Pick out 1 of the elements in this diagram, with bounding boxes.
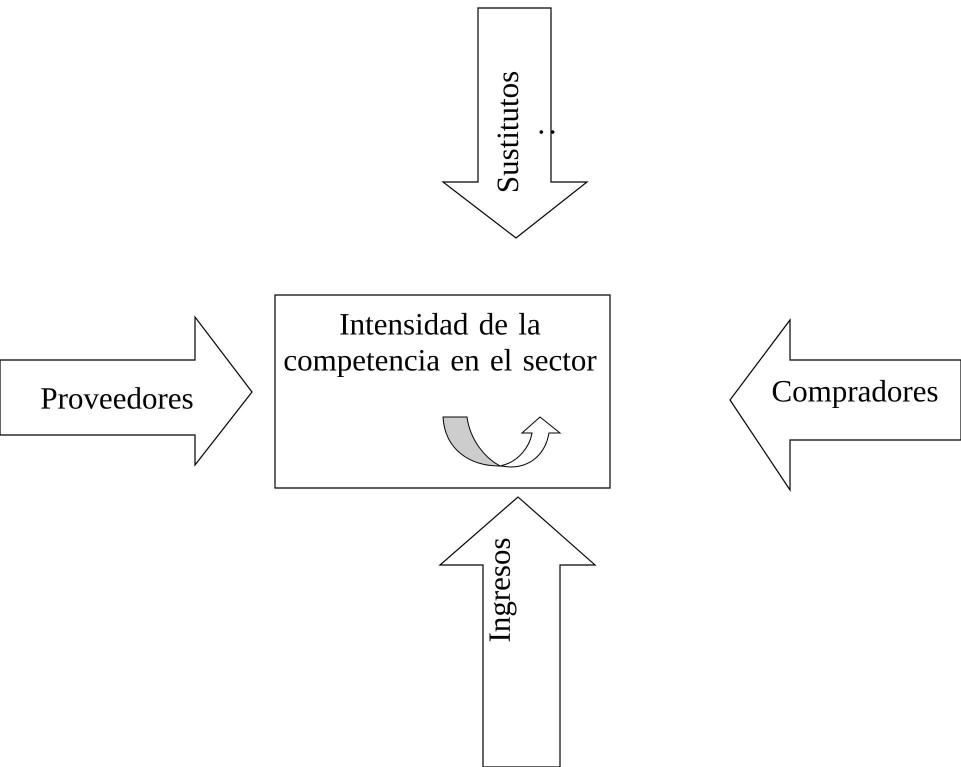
competition-box: Intensidad de la competencia en el sector [274,294,611,489]
